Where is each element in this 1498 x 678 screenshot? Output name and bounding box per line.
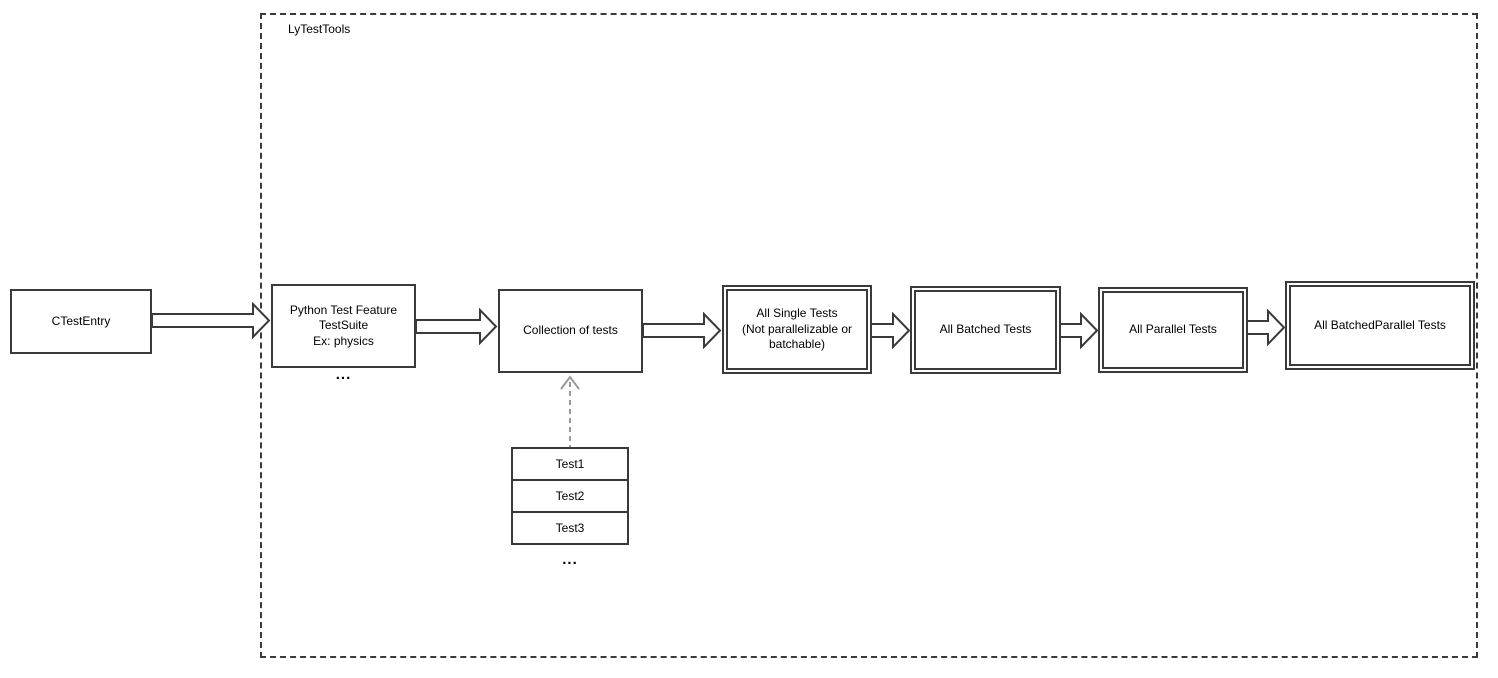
test-row-label: Test3 [555,521,585,535]
node-label-line: batchable) [768,337,826,352]
node-label-line: Ex: physics [313,333,374,348]
node-label: Collection of tests [523,323,618,338]
flow-arrow-ctestentry-to-python [152,302,271,339]
test-row-label: Test1 [555,457,585,471]
more-suites-ellipsis: ... [335,366,352,383]
node-all-single-tests: All Single Tests (Not parallelizable or … [722,285,872,374]
flow-arrow-single-to-batched [870,312,911,349]
test-row: Test1 [513,449,627,479]
test-row: Test3 [513,511,627,543]
flow-arrow-python-to-collection [416,308,498,345]
node-label: All Parallel Tests [1129,322,1217,337]
node-label-line: All Single Tests [756,306,838,321]
node-ctestentry: CTestEntry [10,289,152,354]
node-python-test-feature-testsuite: Python Test Feature TestSuite Ex: physic… [271,284,416,368]
test-stack: Test1 Test2 Test3 [511,447,629,545]
node-label: All BatchedParallel Tests [1314,317,1446,332]
container-label: LyTestTools [288,22,351,36]
tests-to-collection-dashed-arrow [560,375,580,448]
node-label: CTestEntry [51,313,111,328]
node-all-batched-tests: All Batched Tests [910,286,1061,374]
flow-arrow-collection-to-single [643,312,722,349]
node-collection-of-tests: Collection of tests [498,289,643,373]
node-all-parallel-tests: All Parallel Tests [1098,287,1248,373]
flow-arrow-batched-to-parallel [1058,312,1099,349]
flow-arrow-parallel-to-batchedparallel [1245,309,1286,346]
test-row-label: Test2 [555,489,585,503]
test-row: Test2 [513,479,627,511]
node-label-line: (Not parallelizable or [741,321,853,336]
node-all-batchedparallel-tests: All BatchedParallel Tests [1285,281,1475,370]
node-label: All Batched Tests [939,322,1032,337]
node-label-line: Python Test Feature [289,302,398,317]
lytesttools-container: LyTestTools [260,13,1478,658]
node-label-line: TestSuite [318,318,369,333]
more-tests-ellipsis: ... [562,551,578,568]
